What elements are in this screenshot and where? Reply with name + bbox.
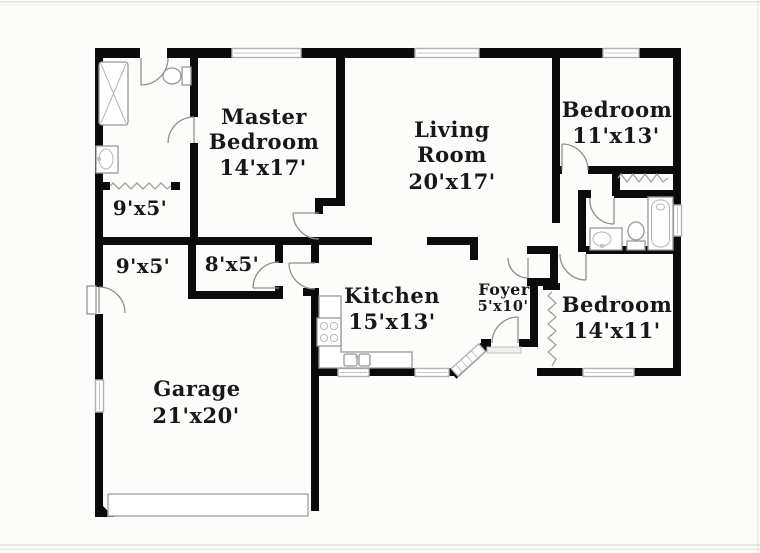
master-bath-door bbox=[167, 116, 195, 144]
label-hall-center-dims: 8'x5' bbox=[205, 252, 260, 276]
label-master-closet-dims: 9'x5' bbox=[113, 196, 168, 220]
doors bbox=[86, 57, 615, 354]
window-garage-left bbox=[94, 379, 105, 413]
label-foyer-name: Foyer bbox=[478, 280, 530, 299]
exterior-door-master-bath bbox=[140, 57, 169, 86]
bedroom-lower-closet-rod bbox=[547, 291, 557, 367]
label-living-room-line2: Room bbox=[417, 142, 487, 167]
label-hall-left-dims: 9'x5' bbox=[116, 254, 171, 278]
window-kitchen-left bbox=[337, 367, 370, 378]
window-master-bedroom bbox=[231, 47, 302, 59]
hall-bathroom-door bbox=[589, 197, 615, 225]
label-living-room-dims: 20'x17' bbox=[408, 169, 495, 194]
label-master-bedroom-dims: 14'x17' bbox=[219, 155, 306, 180]
window-kitchen-right bbox=[414, 367, 450, 378]
master-bedroom-door bbox=[292, 212, 320, 240]
window-bathroom-right bbox=[672, 204, 683, 237]
vestibule-kitchen-door bbox=[288, 262, 316, 290]
closet-rods bbox=[109, 173, 669, 367]
label-bedroom-lower-name: Bedroom bbox=[562, 292, 673, 317]
bathtub bbox=[647, 196, 674, 251]
windows bbox=[94, 47, 683, 413]
shower bbox=[98, 61, 129, 126]
label-kitchen-name: Kitchen bbox=[344, 283, 440, 308]
bedroom-upper-closet-rod bbox=[617, 173, 669, 183]
fixtures bbox=[95, 61, 674, 517]
window-bedroom-lower bbox=[582, 367, 635, 378]
master-toilet bbox=[162, 66, 192, 86]
bath-vanity-sink bbox=[589, 227, 623, 251]
label-master-bedroom-line2: Bedroom bbox=[209, 129, 320, 154]
bedroom-upper-door bbox=[561, 143, 589, 171]
master-sink bbox=[95, 145, 119, 174]
side-exterior-door bbox=[86, 285, 126, 315]
label-garage-name: Garage bbox=[153, 376, 240, 401]
garage-door bbox=[107, 493, 309, 517]
bath-toilet bbox=[626, 221, 646, 251]
label-foyer-dims: 5'x10' bbox=[478, 298, 529, 315]
room-labels: Master Bedroom 14'x17' Living Room 20'x1… bbox=[113, 97, 673, 428]
front-door bbox=[486, 316, 522, 354]
label-master-bedroom-line1: Master bbox=[221, 104, 307, 129]
label-bedroom-upper-dims: 11'x13' bbox=[572, 123, 659, 148]
label-bedroom-lower-dims: 14'x11' bbox=[573, 318, 660, 343]
master-closet-rod bbox=[109, 182, 172, 190]
label-garage-dims: 21'x20' bbox=[152, 403, 239, 428]
label-bedroom-upper-name: Bedroom bbox=[562, 97, 673, 122]
bedroom-lower-door bbox=[559, 253, 587, 281]
kitchen-sink bbox=[343, 353, 371, 367]
hall-vestibule-door bbox=[252, 261, 280, 289]
foyer-closet-door bbox=[507, 257, 529, 279]
range-stove bbox=[316, 317, 342, 347]
label-kitchen-dims: 15'x13' bbox=[348, 309, 435, 334]
window-living-room bbox=[414, 47, 480, 59]
label-living-room-line1: Living bbox=[414, 117, 490, 142]
window-bedroom-upper bbox=[602, 47, 640, 59]
window-foyer-angled bbox=[450, 342, 487, 378]
